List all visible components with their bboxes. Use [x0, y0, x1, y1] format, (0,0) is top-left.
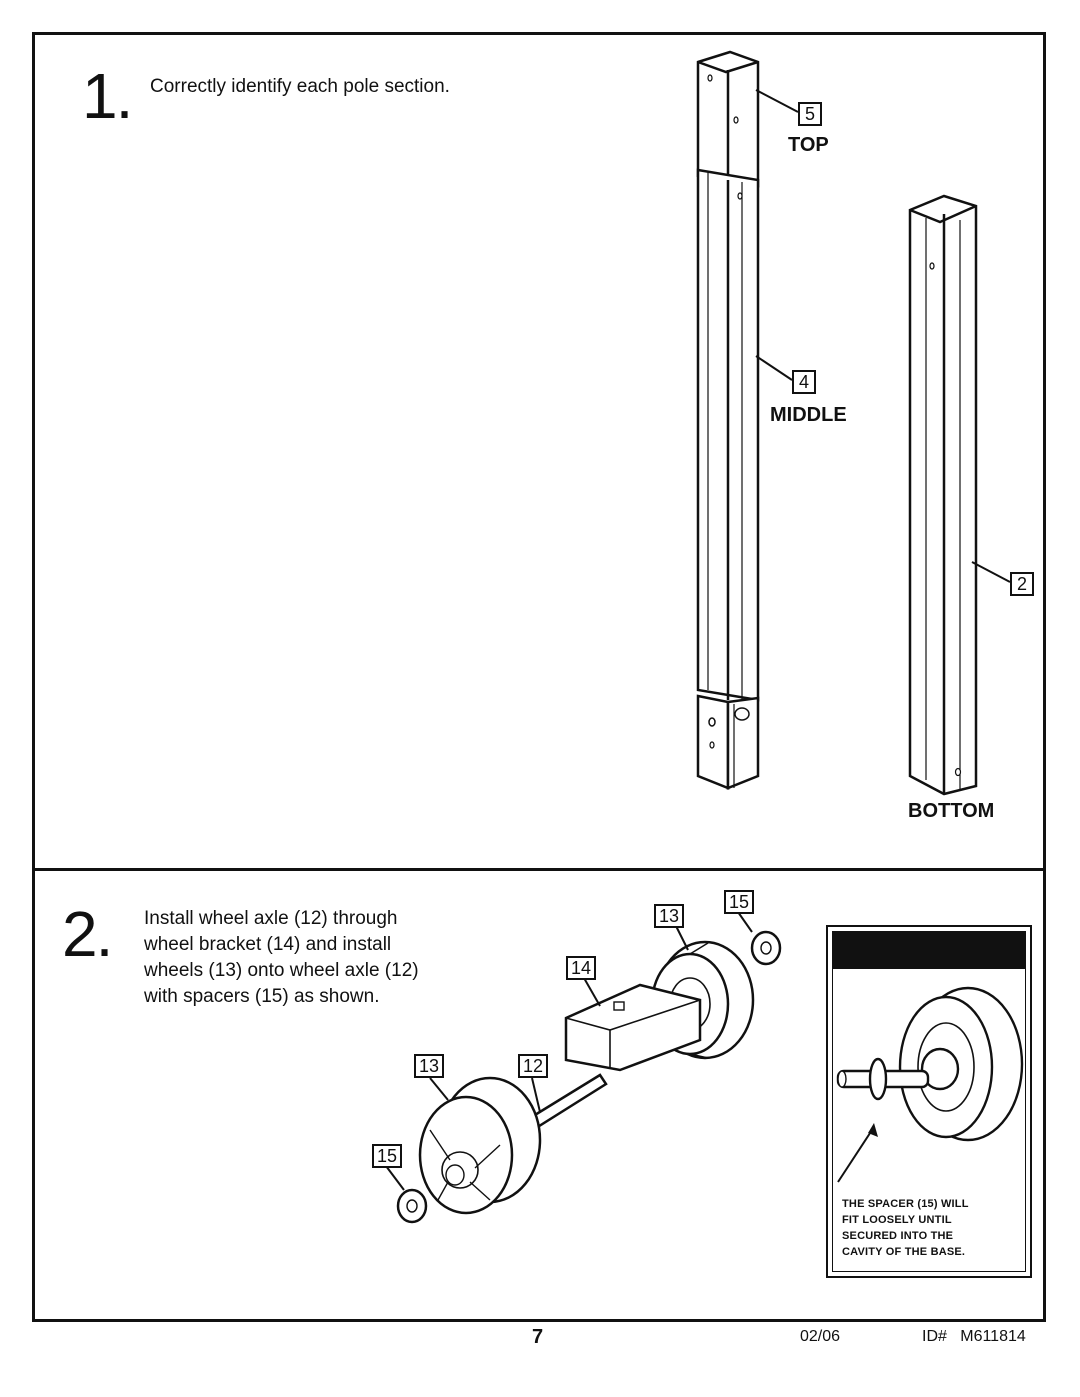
callout-bracket: 14 [566, 956, 596, 980]
note-box [826, 925, 1032, 1278]
callout-wheel-right: 13 [654, 904, 684, 928]
step-2-instruction: Install wheel axle (12) through wheel br… [144, 906, 419, 1010]
page-number: 7 [532, 1326, 544, 1348]
callout-bottom-pole: 2 [1010, 572, 1034, 596]
document-id: ID# M611814 [922, 1328, 1026, 1345]
pole-sections-illustration [696, 50, 1011, 796]
callout-spacer-left: 15 [372, 1144, 402, 1168]
note-line-1: THE SPACER (15) WILL [842, 1198, 969, 1210]
step-1-instruction: Correctly identify each pole section. [150, 76, 450, 97]
label-top: TOP [788, 134, 829, 156]
section-divider [32, 868, 1046, 871]
step-2-number: 2. [62, 898, 113, 970]
note-box-header-bar [832, 931, 1026, 969]
label-bottom: BOTTOM [908, 800, 995, 822]
callout-spacer-right: 15 [724, 890, 754, 914]
note-text: THE SPACER (15) WILL FIT LOOSELY UNTIL S… [842, 1196, 1032, 1260]
step-1-number: 1. [82, 60, 133, 132]
note-line-3: SECURED INTO THE [842, 1230, 954, 1242]
note-line-2: FIT LOOSELY UNTIL [842, 1214, 952, 1226]
callout-axle: 12 [518, 1054, 548, 1078]
step-2-line-3: wheels (13) onto wheel axle (12) [144, 960, 419, 981]
revision-date: 02/06 [800, 1328, 841, 1345]
step-2-line-4: with spacers (15) as shown. [144, 986, 380, 1007]
callout-wheel-left: 13 [414, 1054, 444, 1078]
page-frame [32, 32, 1046, 1322]
callout-top-pole: 5 [798, 102, 822, 126]
spacer-detail-illustration [836, 986, 1024, 1183]
label-middle: MIDDLE [770, 404, 847, 426]
callout-middle-pole: 4 [792, 370, 816, 394]
step-2-line-2: wheel bracket (14) and install [144, 934, 392, 955]
note-line-4: CAVITY OF THE BASE. [842, 1246, 966, 1258]
step-2-line-1: Install wheel axle (12) through [144, 908, 398, 929]
